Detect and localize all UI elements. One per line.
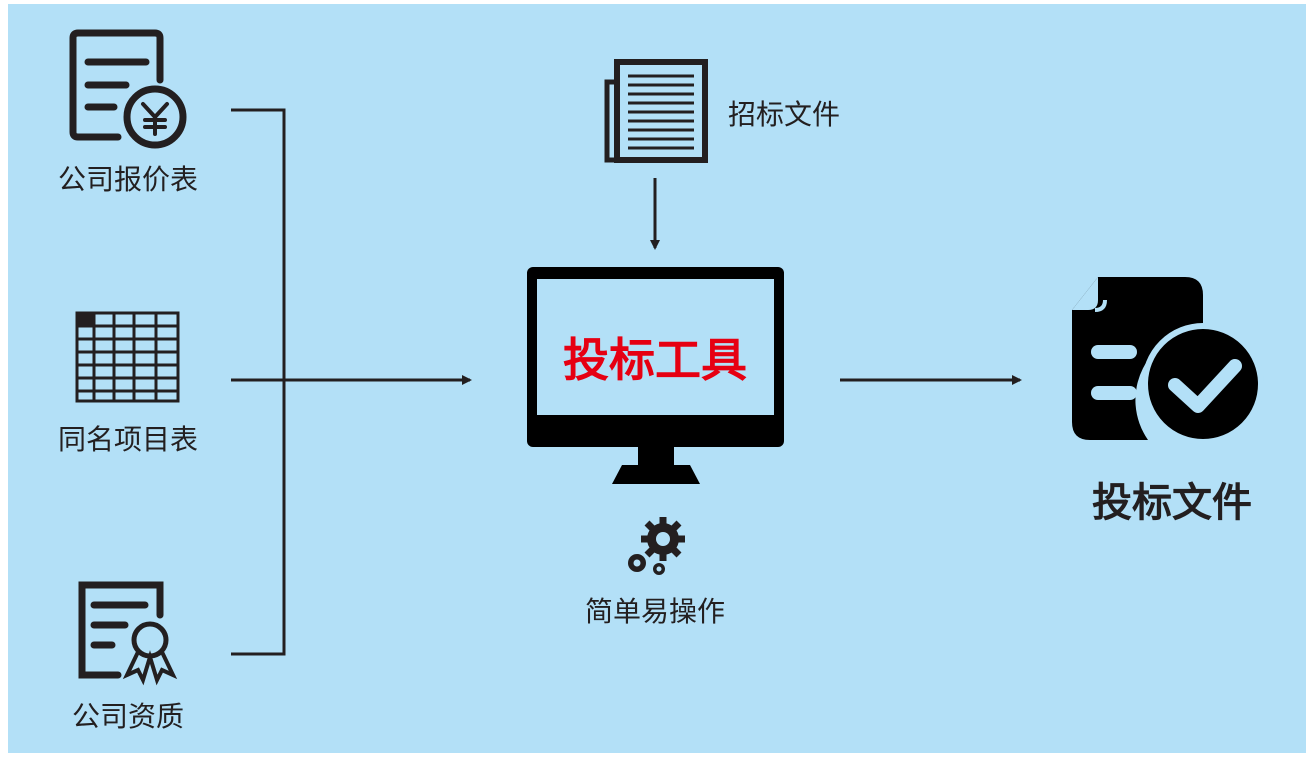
input-label-project-table: 同名项目表 xyxy=(57,423,199,456)
price-list-icon xyxy=(69,29,187,149)
input-label-price-list: 公司报价表 xyxy=(57,163,199,196)
tender-doc-label: 招标文件 xyxy=(728,98,841,131)
tool-label: 投标工具 xyxy=(563,333,747,387)
gears-icon xyxy=(628,517,685,575)
document-check-icon xyxy=(1072,277,1264,445)
input-connector xyxy=(231,108,472,656)
input-label-qualification: 公司资质 xyxy=(71,700,185,733)
document-icon xyxy=(604,59,708,163)
ease-label: 简单易操作 xyxy=(584,595,726,628)
table-icon xyxy=(75,311,180,403)
output-label: 投标文件 xyxy=(1092,480,1252,526)
certificate-icon xyxy=(78,581,178,686)
monitor-icon xyxy=(527,267,784,484)
